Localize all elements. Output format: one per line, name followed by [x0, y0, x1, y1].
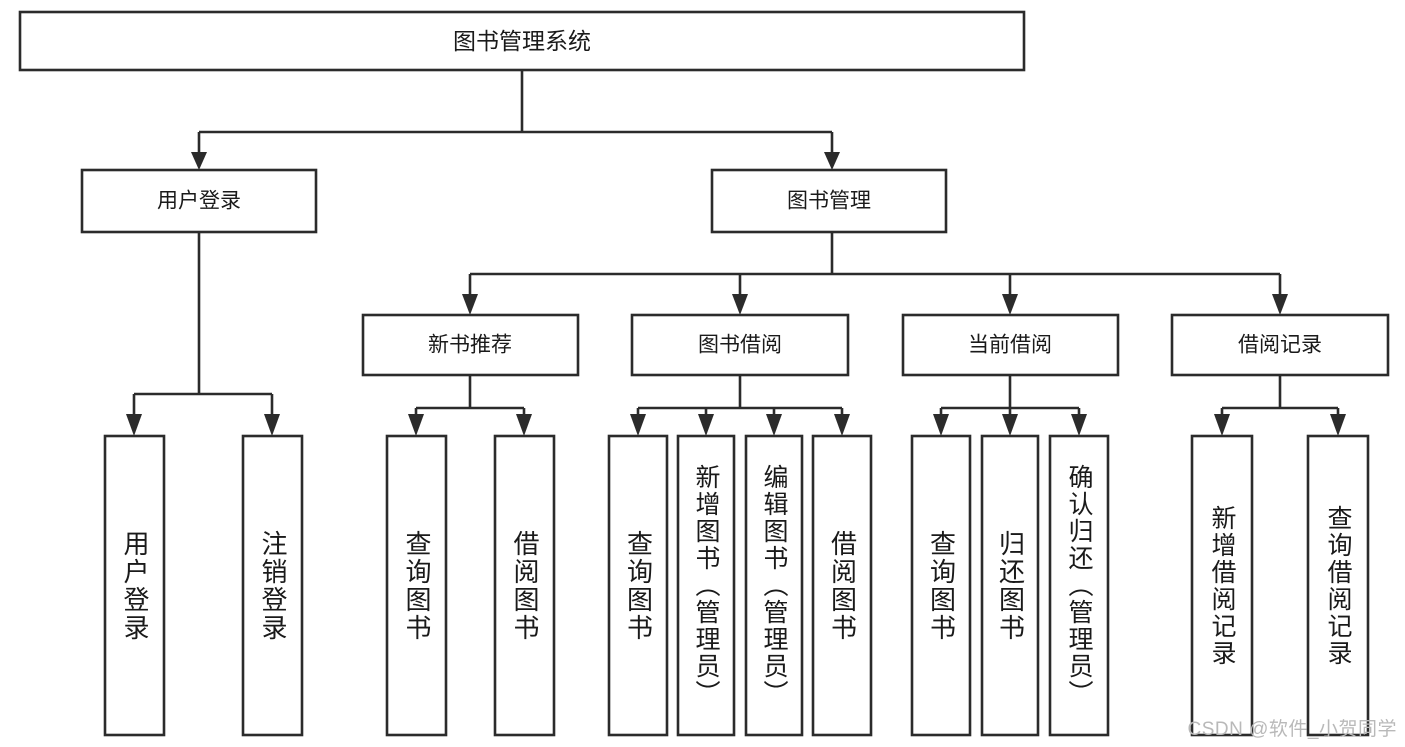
leaf-box-book-borrow-4[interactable] [811, 434, 873, 737]
node-root[interactable]: 图书管理系统 [18, 10, 1026, 72]
leaf-boxes [103, 434, 1370, 737]
leaf-box-current-borrow-2[interactable] [980, 434, 1040, 737]
arrow-borrow-leaf-3 [766, 414, 782, 436]
leaf-box-borrow-record-1[interactable] [1190, 434, 1254, 737]
arrow-current-leaf-2 [1002, 414, 1018, 436]
arrow-current-leaf-1 [933, 414, 949, 436]
arrow-borrow-leaf-1 [630, 414, 646, 436]
borrow-record-label: 借阅记录 [1238, 334, 1322, 357]
leaf-box-current-borrow-3[interactable] [1048, 434, 1110, 737]
arrow-bookmgmt-to-borrow [732, 294, 748, 315]
arrow-record-leaf-2 [1330, 414, 1346, 436]
arrow-newbook-leaf-2 [516, 414, 532, 436]
node-new-book-recommend[interactable]: 新书推荐 [361, 313, 580, 377]
book-borrow-label: 图书借阅 [698, 334, 782, 357]
arrow-userlogin-leaf-1 [126, 414, 142, 436]
node-user-login[interactable]: 用户登录 [80, 168, 318, 234]
leaf-box-user-login-2[interactable] [241, 434, 304, 737]
root-label: 图书管理系统 [453, 28, 591, 54]
current-borrow-box[interactable] [901, 313, 1120, 377]
arrow-borrow-leaf-2 [698, 414, 714, 436]
node-book-borrow[interactable]: 图书借阅 [630, 313, 850, 377]
arrow-userlogin-leaf-2 [264, 414, 280, 436]
book-management-box[interactable] [710, 168, 948, 234]
arrow-bookmgmt-to-record [1272, 294, 1288, 315]
leaf-box-user-login-1[interactable] [103, 434, 166, 737]
new-book-recommend-label: 新书推荐 [428, 334, 512, 357]
connectors [126, 70, 1346, 436]
root-box[interactable] [18, 10, 1026, 72]
node-current-borrow[interactable]: 当前借阅 [901, 313, 1120, 377]
arrow-newbook-leaf-1 [408, 414, 424, 436]
arrow-bookmgmt-to-new-book [462, 294, 478, 315]
borrow-record-box[interactable] [1170, 313, 1390, 377]
leaf-box-book-borrow-1[interactable] [607, 434, 669, 737]
user-login-box[interactable] [80, 168, 318, 234]
csdn-watermark: CSDN @软件_小贺同学 [1187, 719, 1397, 740]
book-management-label: 图书管理 [787, 190, 871, 213]
leaf-box-book-borrow-3[interactable] [744, 434, 804, 737]
arrow-root-to-book-mgmt [824, 152, 840, 170]
new-book-recommend-box[interactable] [361, 313, 580, 377]
leaf-box-current-borrow-1[interactable] [910, 434, 972, 737]
leaf-box-borrow-record-2[interactable] [1306, 434, 1370, 737]
arrow-root-to-user-login [191, 152, 207, 170]
arrow-borrow-leaf-4 [834, 414, 850, 436]
leaf-box-book-borrow-2[interactable] [676, 434, 736, 737]
arrow-current-leaf-3 [1071, 414, 1087, 436]
arrow-record-leaf-1 [1214, 414, 1230, 436]
arrow-bookmgmt-to-current [1002, 294, 1018, 315]
node-borrow-record[interactable]: 借阅记录 [1170, 313, 1390, 377]
current-borrow-label: 当前借阅 [968, 334, 1052, 357]
node-book-management[interactable]: 图书管理 [710, 168, 948, 234]
user-login-label: 用户登录 [157, 190, 241, 213]
leaf-box-new-book-2[interactable] [493, 434, 556, 737]
leaf-box-new-book-1[interactable] [385, 434, 448, 737]
book-borrow-box[interactable] [630, 313, 850, 377]
